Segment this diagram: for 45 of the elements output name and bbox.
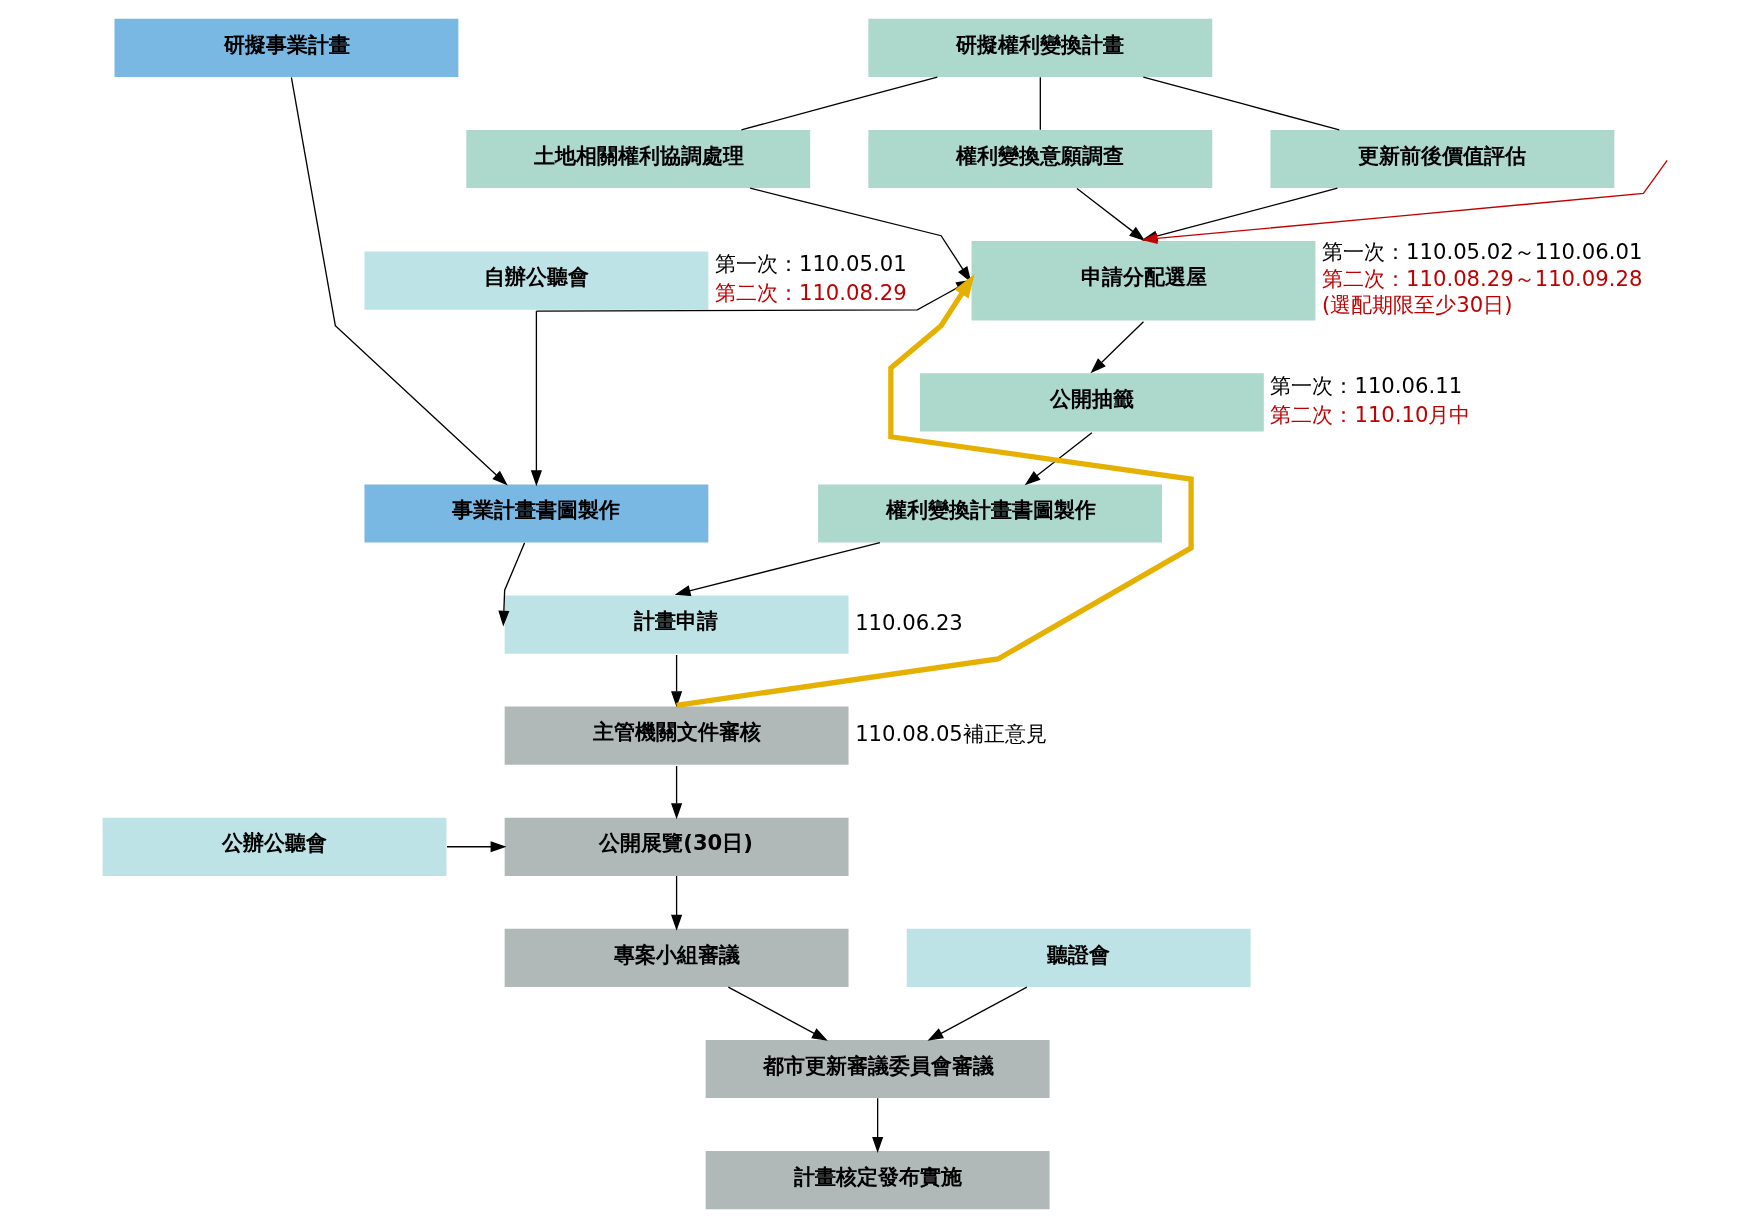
arrow: [497, 542, 525, 627]
connector: [740, 76, 938, 131]
node-box: 申請分配選屋: [971, 241, 1315, 321]
node-box: 公辦公聽會: [102, 817, 446, 876]
connector: [1142, 76, 1340, 131]
arrow: [674, 542, 881, 597]
node-box: 專案小組審議: [504, 928, 849, 987]
node-box: 計畫申請: [504, 595, 849, 654]
node-label: 第一次：110.06.11: [1269, 372, 1462, 398]
node-label: 第二次：110.10月中: [1269, 401, 1470, 427]
node-label: 第二次：110.08.29: [714, 280, 907, 306]
arrow: [1089, 321, 1144, 374]
node-box: 主管機關文件審核: [504, 706, 849, 765]
node-box: 土地相關權利協調處理: [465, 129, 810, 189]
arrow: [290, 76, 508, 486]
node-box: 研擬權利變換計畫: [867, 18, 1212, 77]
arrow: [727, 986, 828, 1041]
node-box: 都市更新審議委員會審議: [705, 1039, 1050, 1099]
arrow: [670, 654, 682, 708]
node-box: 自辦公聽會: [363, 251, 708, 310]
node-label: 第一次：110.05.02～110.06.01: [1321, 239, 1642, 265]
node-label: 第二次：110.08.29～110.09.28: [1321, 265, 1642, 291]
arrow: [1024, 432, 1093, 486]
node-box: 事業計畫書圖製作: [363, 484, 708, 543]
arrow: [670, 765, 682, 820]
node-label: 110.06.23: [854, 609, 963, 635]
node-box: 研擬事業計畫: [114, 18, 458, 77]
node-box: 計畫核定發布實施: [705, 1151, 1050, 1210]
node-label: 第一次：110.05.01: [714, 251, 907, 277]
node-label: (選配期限至少30日): [1321, 292, 1512, 318]
arrow: [1075, 187, 1145, 241]
arrow: [675, 274, 1194, 708]
node-box: 權利變換計畫書圖製作: [817, 484, 1162, 543]
arrow: [445, 841, 506, 853]
arrow: [530, 310, 542, 487]
node-box: 更新前後價值評估: [1269, 129, 1614, 189]
node-box: 公開展覽(30日): [504, 817, 849, 876]
connector: [1039, 76, 1041, 131]
arrow: [670, 875, 682, 931]
arrow: [871, 1097, 883, 1153]
node-box: 公開抽籤: [919, 373, 1264, 432]
node-label: 110.08.05補正意見: [854, 720, 1047, 746]
arrow: [926, 986, 1028, 1041]
node-box: 權利變換意願調查: [867, 129, 1212, 189]
node-box: 聽證會: [906, 928, 1251, 987]
